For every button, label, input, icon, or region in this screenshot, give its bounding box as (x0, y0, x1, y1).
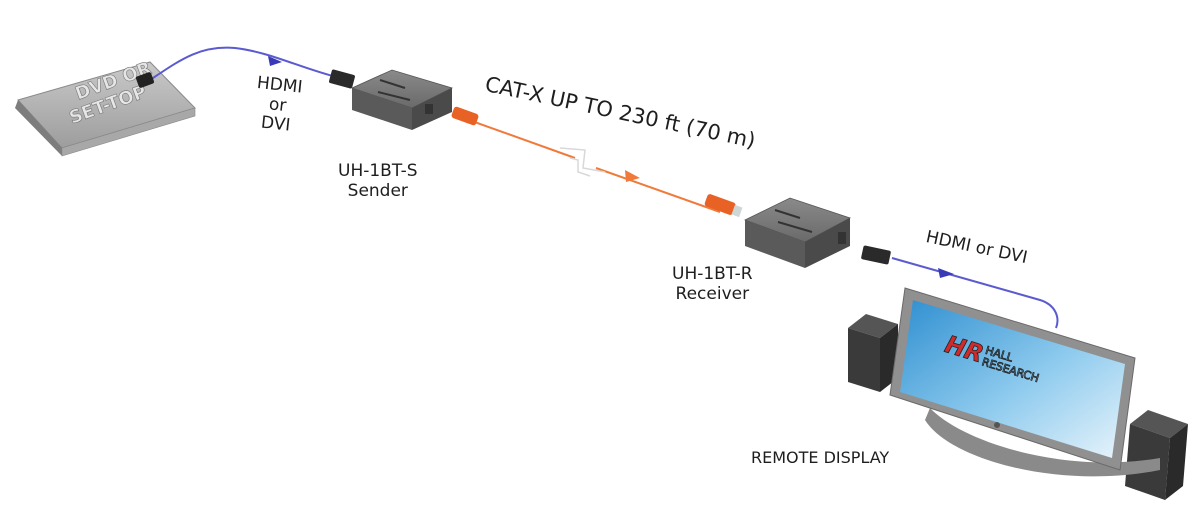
hdmi-connector-icon (861, 245, 891, 265)
sender-box (350, 69, 454, 130)
direction-arrow-icon (938, 268, 954, 278)
hdmi-connector-icon (135, 72, 155, 88)
direction-arrow-icon (268, 56, 282, 66)
remote-display (889, 287, 1160, 477)
remote-display-label: REMOTE DISPLAY (751, 448, 890, 467)
dvd-settop-device: DVD OR SET-TOP (15, 58, 196, 157)
receiver-label: UH-1BT-R Receiver (672, 264, 753, 304)
receiver-box (743, 197, 852, 268)
catx-cable (451, 106, 743, 218)
output-hdmi-cable (861, 245, 1059, 329)
input-hdmi-cable (135, 46, 355, 89)
direction-arrow-icon (625, 170, 640, 182)
sender-role: Sender (347, 180, 408, 201)
sender-label: UH-1BT-S Sender (338, 161, 418, 201)
left-speaker (848, 314, 898, 392)
receiver-role: Receiver (675, 283, 750, 304)
cable-break-icon (559, 147, 606, 173)
sender-model: UH-1BT-S (338, 161, 418, 181)
right-speaker (1125, 410, 1188, 500)
rj45-connector-icon (451, 106, 479, 126)
receiver-model: UH-1BT-R (672, 264, 753, 284)
rj45-connector-icon (704, 194, 736, 215)
input-cable-label: HDMI or DVI (252, 73, 303, 137)
hdmi-connector-icon (329, 69, 355, 89)
